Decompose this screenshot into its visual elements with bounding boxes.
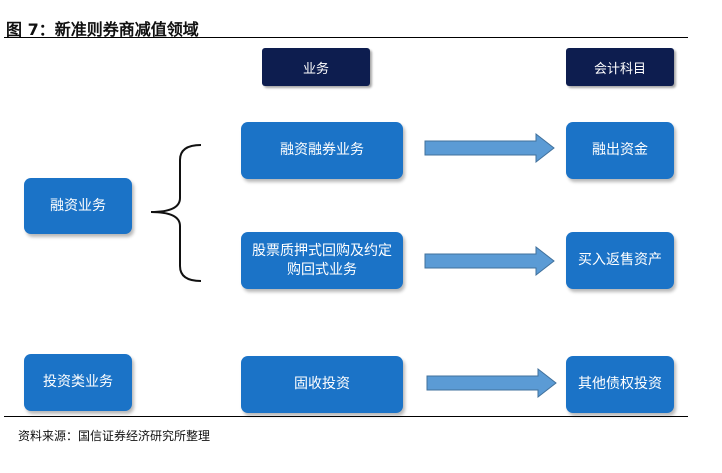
source-note: 资料来源：国信证券经济研究所整理: [18, 429, 211, 443]
arrow-right-2: [424, 245, 555, 277]
figure-title: 图 7：新准则券商减值领域: [6, 20, 199, 39]
margin-business-box: 融资业务: [24, 178, 132, 234]
stock-pledge-box: 股票质押式回购及约定购回式业务: [241, 232, 403, 289]
bottom-rule: [4, 416, 688, 417]
lending-funds-box: 融出资金: [566, 122, 674, 179]
business-header: 业务: [262, 48, 370, 86]
reverse-repo-box: 买入返售资产: [566, 232, 674, 289]
margin-trading-box: 融资融券业务: [241, 122, 403, 179]
curly-brace: [150, 144, 202, 282]
other-debt-investment-box: 其他债权投资: [566, 356, 674, 413]
top-rule: [4, 37, 688, 38]
arrow-right-1: [424, 132, 555, 164]
arrow-right-3: [426, 367, 557, 399]
account-header: 会计科目: [566, 48, 674, 86]
fixed-income-box: 固收投资: [241, 356, 403, 413]
investment-business-box: 投资类业务: [24, 354, 132, 411]
